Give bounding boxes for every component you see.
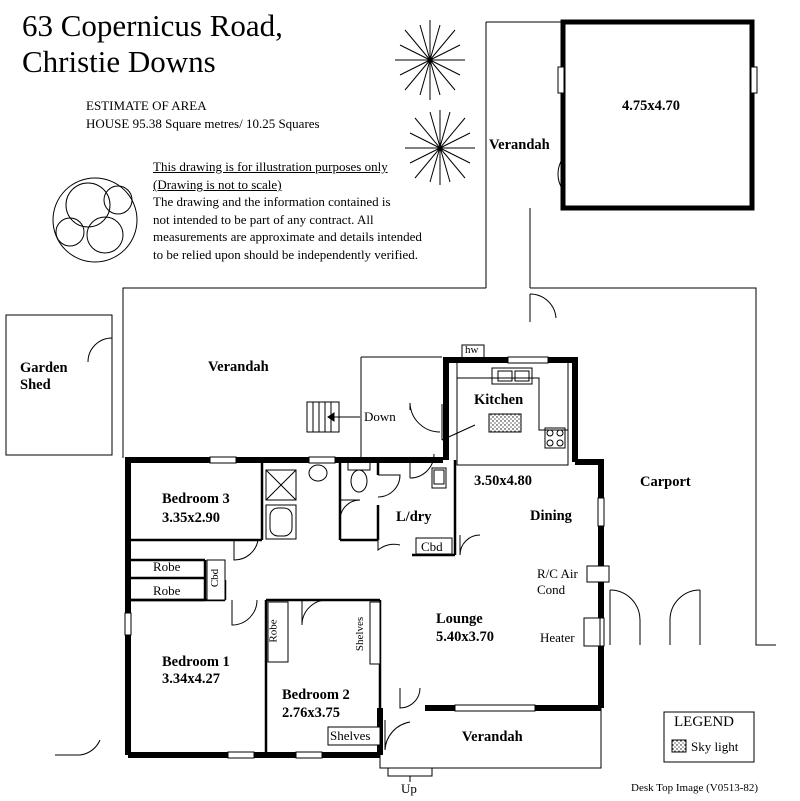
disclaimer-line-6: to be relied upon should be independentl…	[153, 247, 418, 262]
disclaimer-line-4: not intended to be part of any contract.…	[153, 212, 374, 227]
area-heading: ESTIMATE OF AREA	[86, 98, 207, 113]
up-label: Up	[401, 781, 417, 796]
robe-bedroom2-label: Robe	[267, 619, 280, 643]
fixtures-misc	[206, 559, 610, 746]
kitchen-label: Kitchen	[474, 392, 524, 408]
ac-label-2: Cond	[537, 582, 566, 597]
garden-shed-label-2: Shed	[20, 377, 51, 393]
shelves-vertical-label: Shelves	[354, 616, 367, 652]
bedroom1-label: Bedroom 1	[162, 654, 230, 670]
down-label: Down	[364, 409, 396, 424]
address-line-2: Christie Downs	[22, 44, 216, 79]
lounge-size: 5.40x3.70	[436, 629, 494, 645]
palm-tree-icon	[395, 20, 475, 185]
legend-box	[663, 711, 755, 763]
area-house: HOUSE 95.38 Square metres/ 10.25 Squares	[86, 116, 320, 131]
top-verandah	[485, 21, 563, 322]
carport-label: Carport	[640, 474, 691, 490]
address-line-1: 63 Copernicus Road,	[22, 8, 283, 43]
lounge-label: Lounge	[436, 611, 483, 627]
bedroom1-size: 3.34x4.27	[162, 671, 220, 687]
bedroom3-label: Bedroom 3	[162, 491, 230, 507]
legend-item-label: Sky light	[691, 739, 739, 754]
legend-title: LEGEND	[674, 714, 734, 730]
tree-icon	[52, 177, 138, 263]
disclaimer-line-1: This drawing is for illustration purpose…	[153, 159, 388, 174]
kitchen-size: 3.50x4.80	[474, 473, 532, 489]
hall-cupboard-label: Cbd	[209, 568, 222, 588]
footer-credit: Desk Top Image (V0513-82)	[631, 782, 759, 794]
shelves-bottom-label: Shelves	[330, 728, 371, 743]
door-swings	[55, 474, 701, 756]
front-verandah	[379, 708, 602, 782]
windows	[124, 356, 605, 759]
garden-shed-label-1: Garden	[20, 360, 68, 376]
bedroom2-label: Bedroom 2	[282, 687, 350, 703]
robe-label-2: Robe	[153, 583, 181, 598]
garden-shed	[5, 314, 113, 456]
kitchen-fittings	[456, 344, 569, 466]
garage-size: 4.75x4.70	[622, 98, 680, 114]
garage	[557, 19, 758, 211]
hw-label: hw	[465, 344, 479, 356]
verandah-front-label: Verandah	[462, 729, 523, 745]
heater-label: Heater	[540, 630, 575, 645]
dining-label: Dining	[530, 508, 572, 524]
laundry-cupboard-label: Cbd	[421, 539, 443, 554]
bedroom3-size: 3.35x2.90	[162, 510, 220, 526]
robe-label-1: Robe	[153, 559, 181, 574]
disclaimer-line-3: The drawing and the information containe…	[153, 194, 391, 209]
outer-outline	[122, 287, 776, 646]
steps-down	[306, 401, 360, 433]
verandah-main-label: Verandah	[208, 359, 269, 375]
skylight-icon	[671, 739, 687, 753]
laundry-label: L/dry	[396, 509, 432, 525]
ac-label-1: R/C Air	[537, 566, 578, 581]
disclaimer-line-2: (Drawing is not to scale)	[153, 177, 282, 192]
bedroom2-size: 2.76x3.75	[282, 705, 340, 721]
verandah-top-label: Verandah	[489, 137, 550, 153]
disclaimer-line-5: measurements are approximate and details…	[153, 229, 422, 244]
bathroom-fixtures	[265, 461, 453, 555]
